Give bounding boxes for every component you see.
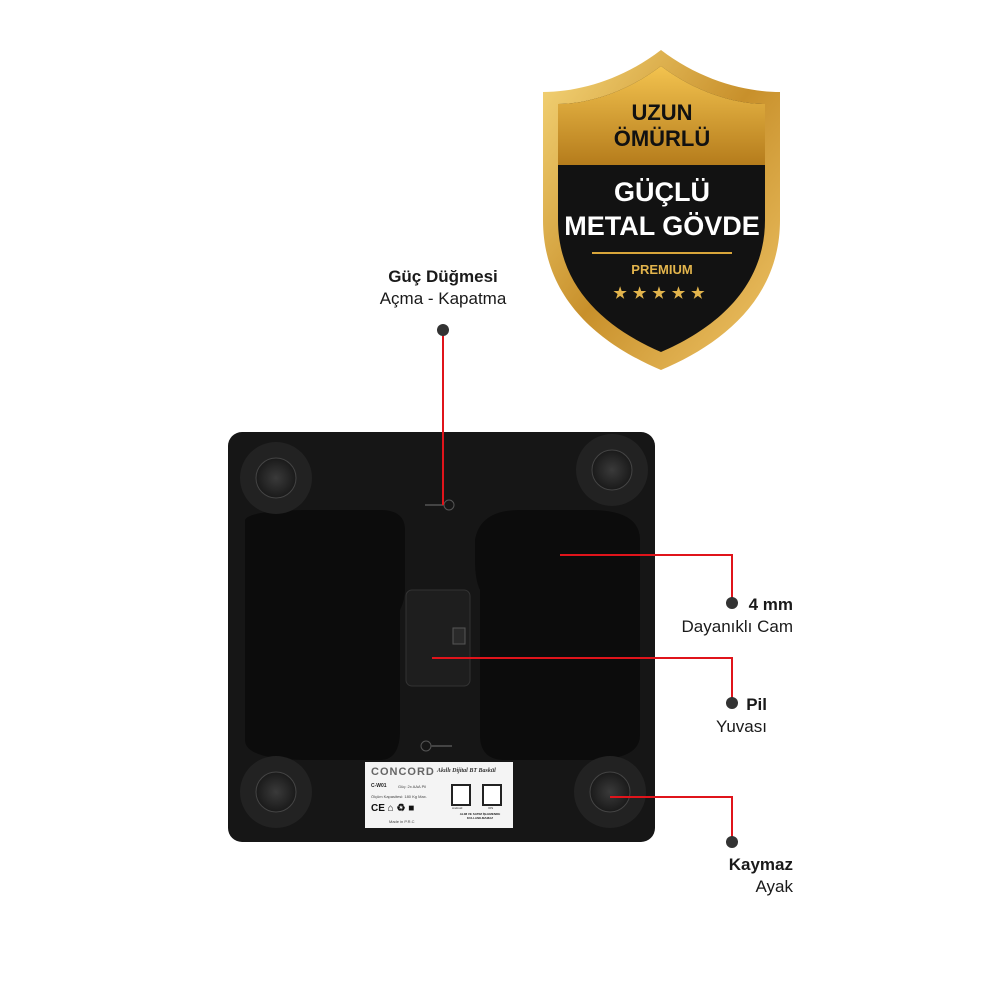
battery-cover bbox=[405, 589, 471, 687]
callout-glass: 4 mm Dayanıklı Cam bbox=[593, 594, 793, 638]
callout-feet: Kaymaz Ayak bbox=[593, 854, 793, 898]
badge-line3: GÜÇLÜ bbox=[614, 177, 710, 207]
glass-panel-right bbox=[475, 510, 640, 760]
callout-battery-title: Pil bbox=[746, 695, 767, 714]
callout-power-title: Güç Düğmesi bbox=[388, 267, 498, 286]
label-capacity: Ölçüm Kapasitesi: 180 Kg Max. bbox=[371, 794, 427, 799]
label-product: Akıllı Dijital BT Baskül bbox=[437, 768, 496, 774]
label-qr-android: Android bbox=[452, 806, 463, 810]
callout-dots bbox=[437, 324, 738, 848]
badge-line4: METAL GÖVDE bbox=[564, 211, 760, 241]
callout-feet-subtitle: Ayak bbox=[755, 877, 794, 896]
label-origin: Made in P.R.C bbox=[389, 819, 415, 824]
callout-power-subtitle: Açma - Kapatma bbox=[379, 289, 507, 308]
callout-battery: Pil Yuvası bbox=[593, 694, 767, 738]
glass-panel-left bbox=[245, 510, 405, 760]
label-model: C-W01 bbox=[371, 783, 387, 789]
label-brand: CONCORD bbox=[371, 766, 435, 778]
badge-stars-icon: ★★★★★ bbox=[613, 285, 711, 302]
premium-badge bbox=[543, 50, 780, 370]
label-power: Güç: 2x AAA Pil bbox=[398, 784, 427, 789]
badge-tag: PREMIUM bbox=[631, 262, 693, 277]
callout-glass-subtitle: Dayanıklı Cam bbox=[681, 617, 793, 636]
label-qr-ios: IOS bbox=[488, 806, 494, 810]
anti-slip-feet bbox=[240, 434, 648, 828]
callout-lines bbox=[432, 330, 733, 842]
callout-feet-title: Kaymaz bbox=[728, 855, 793, 874]
callout-power: Güç Düğmesi Açma - Kapatma bbox=[343, 266, 543, 310]
scale-body bbox=[228, 432, 655, 842]
badge-line1: UZUN bbox=[631, 100, 693, 125]
callout-battery-subtitle: Yuvası bbox=[715, 717, 767, 736]
badge-line2: ÖMÜRLÜ bbox=[613, 126, 711, 151]
label-certification-icons: CE ⌂ ♻ ■ bbox=[371, 803, 415, 814]
label-note: ALIM VE SATIM İŞLEMENDE KULLANILMAMAZ bbox=[459, 812, 501, 820]
callout-glass-title: 4 mm bbox=[748, 595, 793, 614]
